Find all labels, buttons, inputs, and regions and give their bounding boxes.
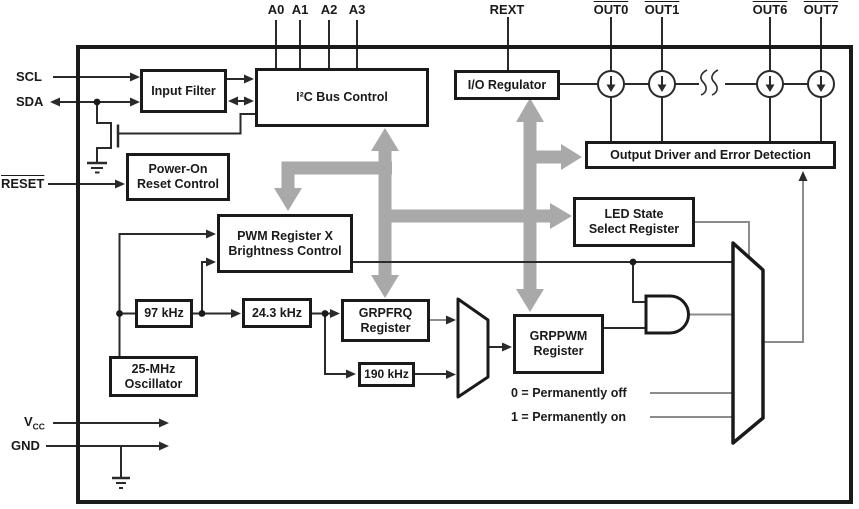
pin-label-a3: A3 [348,2,366,17]
pin-label-out0: OUT0 [593,2,629,17]
arrowheads [50,72,808,451]
block-97khz: 97 kHz [135,299,193,328]
pin-label-a0: A0 [267,2,285,17]
current-sources [597,70,835,98]
bus-b-up-arrow [516,98,544,122]
signal-wires [46,17,822,478]
pin-label-rext: REXT [489,2,525,17]
block-led-state-select-register: LED State Select Register [573,197,695,247]
clock-mux [456,297,490,399]
bus-pwm-arrow [274,188,302,211]
pin-label-scl: SCL [16,69,42,84]
junction-dots [93,98,637,317]
block-24-3khz: 24.3 kHz [242,298,312,328]
and-gate [644,294,690,335]
pin-label-a1: A1 [291,2,309,17]
block-power-on-reset: Power-On Reset Control [126,153,230,201]
block-i2c-bus-control: I²C Bus Control [255,68,429,127]
gray-bus-layer [274,98,582,312]
pin-label-out6: OUT6 [752,2,788,17]
block-pwm-register: PWM Register X Brightness Control [217,214,353,273]
pin-label-vcc: VCC [24,414,45,432]
chip-outline [76,45,853,504]
bus-a-down-arrow [371,275,399,298]
block-grpfrq-register: GRPFRQ Register [341,299,430,342]
gray-wires [430,181,804,418]
bus-b-down-arrow [516,289,544,312]
bus-outdrv-arrow [561,144,582,170]
block-grppwm-register: GRPPWM Register [513,314,604,374]
bus-lssr-arrow [550,203,572,229]
ground-symbol-sda [87,161,107,174]
block-output-driver: Output Driver and Error Detection [585,141,836,169]
current-source-out1 [648,70,676,98]
block-io-regulator: I/O Regulator [454,70,560,100]
pin-label-a2: A2 [320,2,338,17]
pin-label-out7: OUT7 [803,2,839,17]
line-break-icon [700,69,719,96]
output-select-mux [731,241,765,445]
current-source-out6 [756,70,784,98]
pin-label-gnd: GND [11,438,40,453]
current-source-out0 [597,70,625,98]
annotation-permanently-off: 0 = Permanently off [511,386,627,400]
annotation-permanently-on: 1 = Permanently on [511,410,626,424]
pin-label-out1: OUT1 [644,2,680,17]
block-input-filter: Input Filter [140,69,227,113]
ground-symbol-gnd [112,476,130,489]
pin-label-reset: RESET [1,176,45,191]
current-source-out7 [807,70,835,98]
pin-label-sda: SDA [16,94,44,109]
block-190khz: 190 kHz [358,362,415,387]
block-oscillator: 25-MHz Oscillator [109,356,198,397]
bus-a-up-arrow [371,128,399,151]
